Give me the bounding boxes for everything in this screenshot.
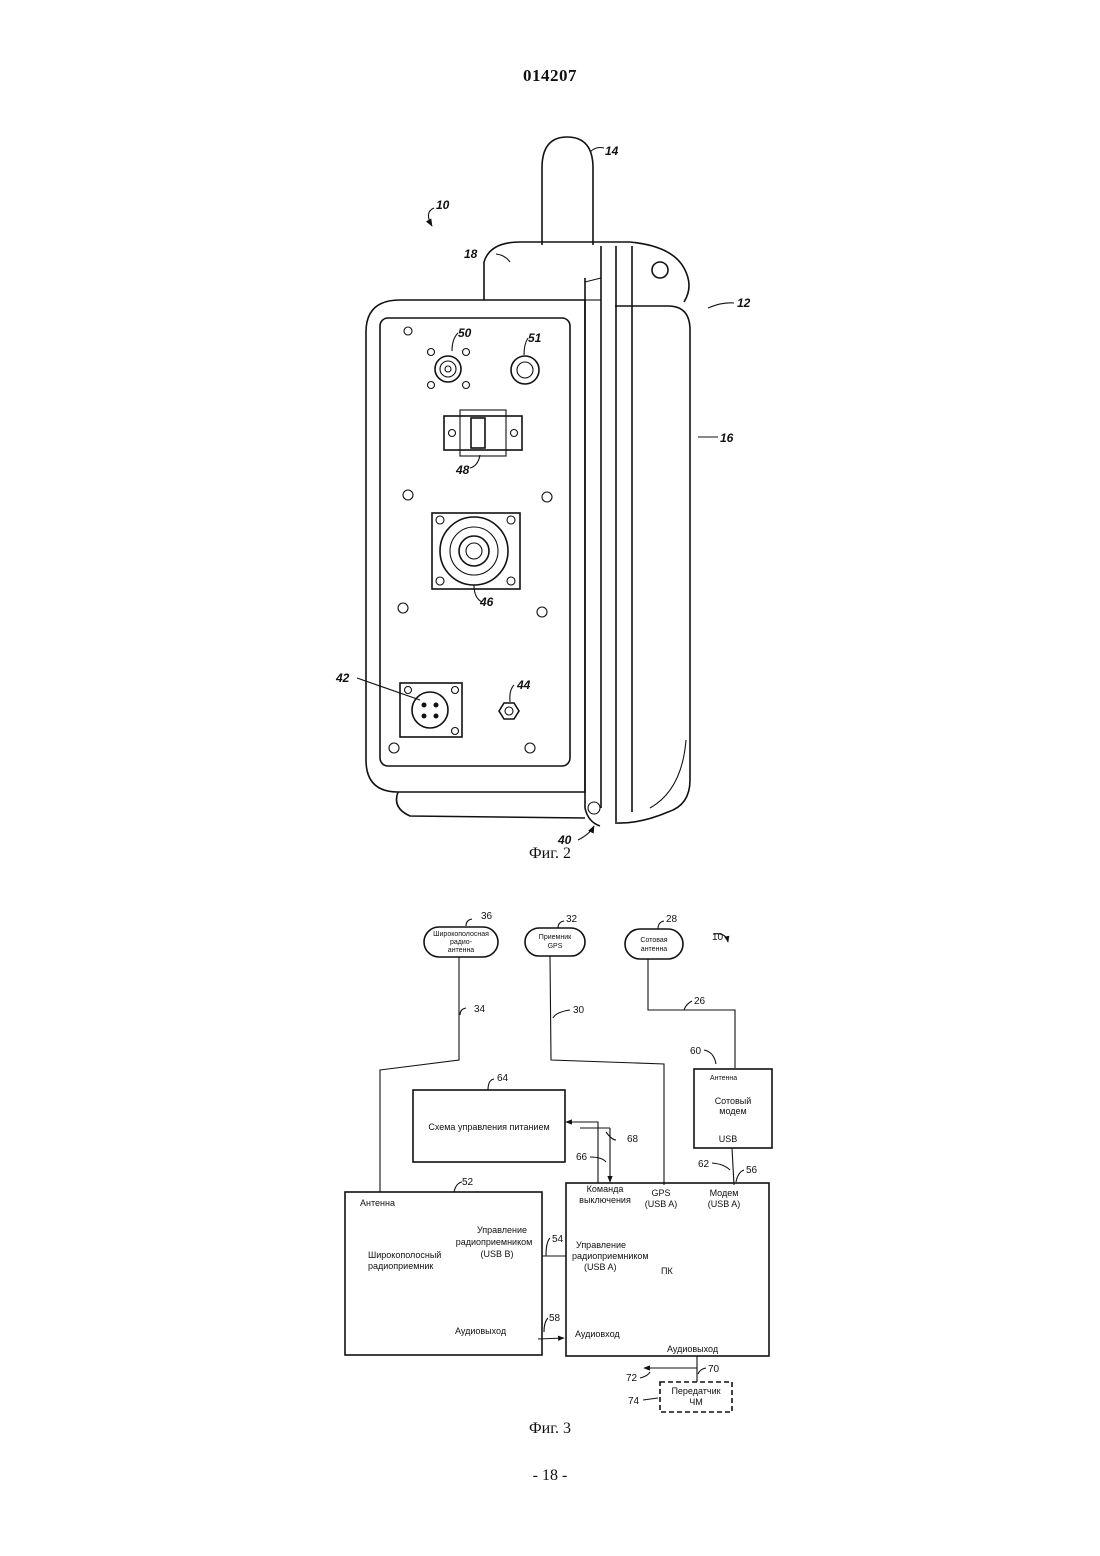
- gps-receiver: [525, 928, 585, 956]
- ref-72: 72: [626, 1373, 638, 1384]
- ref-64: 64: [497, 1073, 509, 1084]
- diagram-label: антенна: [448, 947, 475, 954]
- diagram-label: Аудиовыход: [667, 1344, 719, 1354]
- diagram-label: радиоприемником: [572, 1251, 649, 1261]
- diagram-label: GPS: [548, 943, 563, 950]
- diagram-label: (USB A): [708, 1199, 741, 1209]
- ref-10-fig3: 10: [712, 932, 724, 943]
- diagram-label: Передатчик: [671, 1386, 720, 1396]
- diagram-label: Приемник: [539, 934, 572, 941]
- ref-68: 68: [627, 1134, 639, 1145]
- ref-62: 62: [698, 1159, 710, 1170]
- diagram-label: ПК: [661, 1266, 673, 1276]
- diagram-label: Схема управления питанием: [428, 1122, 549, 1132]
- diagram-label: выключения: [579, 1195, 631, 1205]
- diagram-label: антенна: [641, 946, 668, 953]
- diagram-label: (USB B): [480, 1249, 513, 1259]
- diagram-label: радиоприемником: [456, 1237, 533, 1247]
- ref-30: 30: [573, 1005, 585, 1016]
- wideband-receiver-block: [345, 1192, 542, 1355]
- ref-70: 70: [708, 1364, 720, 1375]
- ref-32: 32: [566, 914, 578, 925]
- diagram-label: Антенна: [710, 1075, 737, 1082]
- diagram-label: Управление: [477, 1225, 527, 1235]
- ref-34: 34: [474, 1004, 486, 1015]
- ref-52: 52: [462, 1177, 474, 1188]
- diagram-label: (USB A): [645, 1199, 678, 1209]
- diagram-label: Аудиовход: [575, 1329, 620, 1339]
- ref-26: 26: [694, 996, 706, 1007]
- figure-3-caption: Фиг. 3: [0, 1420, 1100, 1438]
- ref-66: 66: [576, 1152, 588, 1163]
- ref-58: 58: [549, 1313, 561, 1324]
- ref-36: 36: [481, 911, 493, 922]
- ref-74: 74: [628, 1396, 640, 1407]
- diagram-label: Управление: [576, 1240, 626, 1250]
- ref-60: 60: [690, 1046, 702, 1057]
- diagram-label: GPS: [651, 1188, 670, 1198]
- diagram-label: ЧМ: [689, 1397, 703, 1407]
- ref-54: 54: [552, 1234, 564, 1245]
- cellular-antenna: [625, 929, 683, 959]
- diagram-label: Сотовая: [640, 937, 667, 944]
- diagram-label: модем: [719, 1106, 746, 1116]
- diagram-label: Сотовый: [715, 1096, 752, 1106]
- diagram-label: радиоприемник: [368, 1261, 433, 1271]
- diagram-label: USB: [719, 1134, 738, 1144]
- page-number: - 18 -: [0, 1467, 1100, 1485]
- diagram-label: Широкополосный: [368, 1250, 441, 1260]
- diagram-label: Антенна: [360, 1198, 395, 1208]
- diagram-label: Команда: [587, 1184, 624, 1194]
- diagram-label: Аудиовыход: [455, 1326, 507, 1336]
- ref-28: 28: [666, 914, 678, 925]
- diagram-label: Модем: [710, 1188, 739, 1198]
- ref-56: 56: [746, 1165, 758, 1176]
- diagram-label: Широкополосная: [433, 931, 489, 938]
- diagram-label: (USB A): [584, 1262, 617, 1272]
- diagram-label: радио-: [450, 939, 473, 946]
